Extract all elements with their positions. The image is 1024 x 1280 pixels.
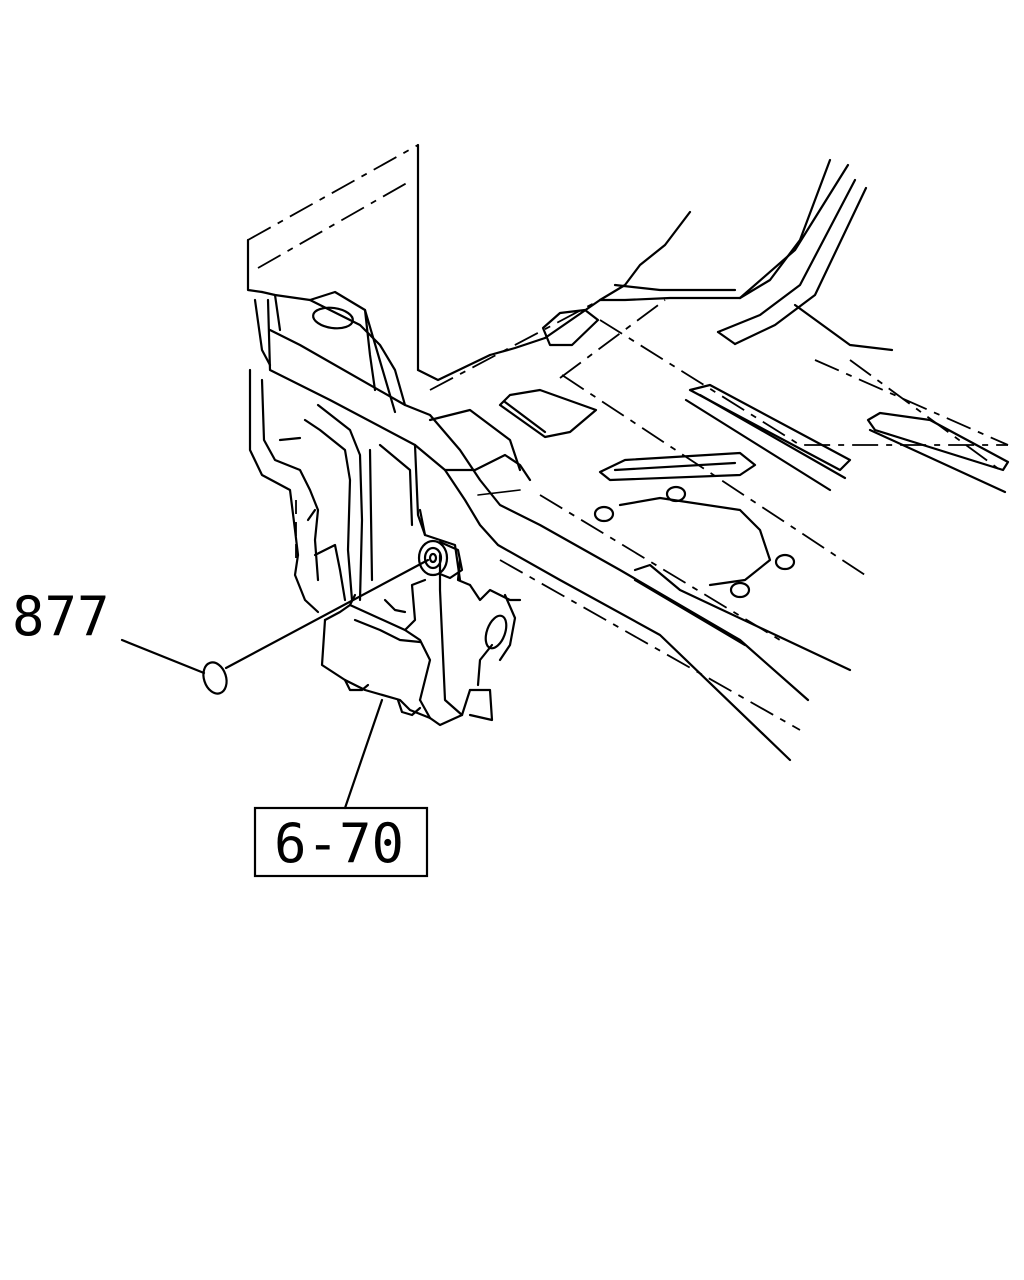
side-rail-bracket <box>248 368 414 614</box>
leader-line-bushing <box>224 558 430 670</box>
floor-panel <box>246 143 1009 731</box>
part-877-plug <box>120 558 430 695</box>
leader-line-877 <box>120 638 206 675</box>
cross-member <box>253 290 810 762</box>
callout-6-70-frame <box>253 806 429 878</box>
leader-line-6-70 <box>343 698 384 810</box>
panel-slots <box>498 308 1010 672</box>
mounting-bracket <box>320 553 522 727</box>
bushing <box>417 539 464 580</box>
callout-6-70[interactable]: 6-70 <box>274 812 404 875</box>
callout-877: 877 <box>12 585 110 648</box>
